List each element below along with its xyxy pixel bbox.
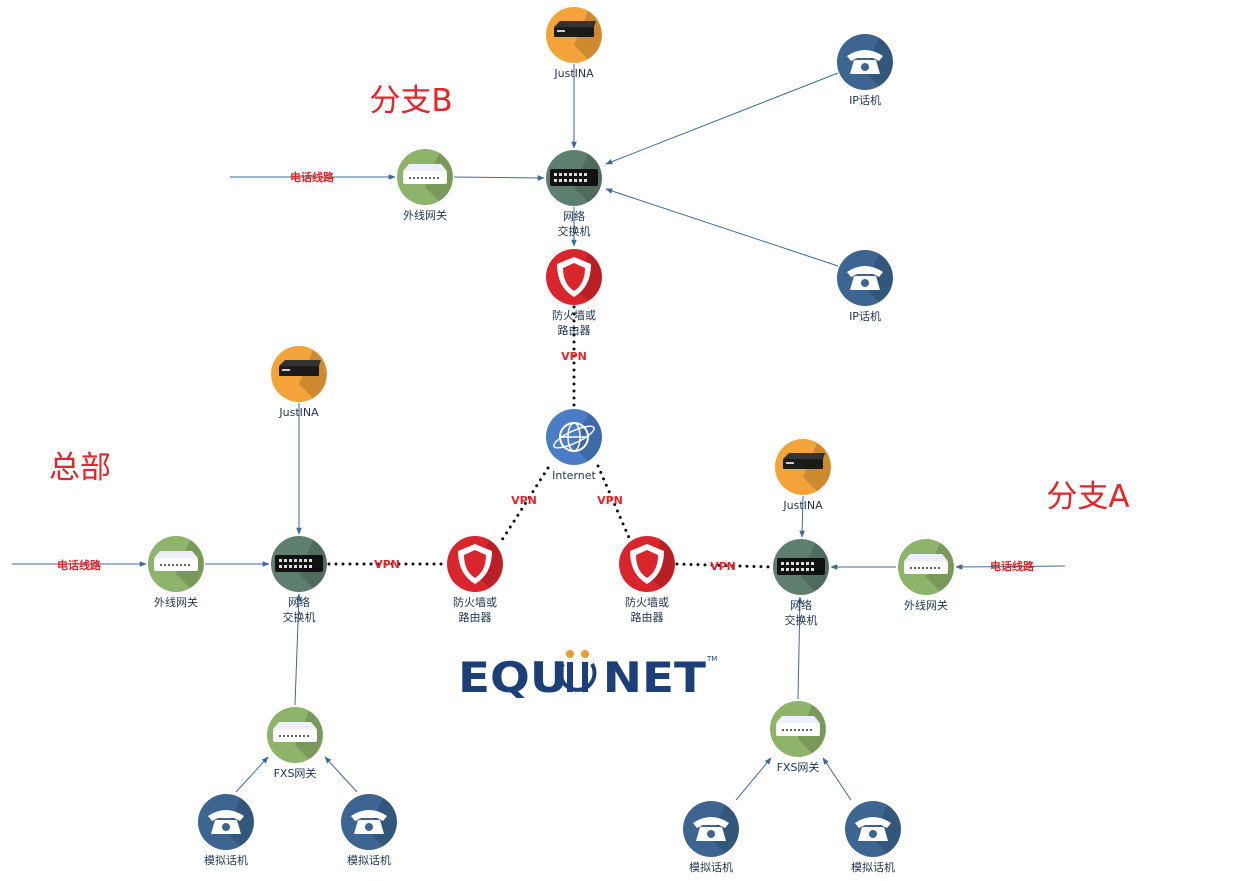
vpn-link [596,464,632,542]
connection-arrow [235,756,269,793]
phone-line-label-b: 电话线路 [290,170,335,184]
node-label: 交换机 [785,613,818,627]
globe-icon [546,409,602,465]
node-label: 模拟话机 [689,860,733,874]
node-hq-phone2[interactable]: 模拟话机 [341,794,397,867]
node-label: FXS网关 [274,766,317,780]
node-label: JustINA [782,499,823,512]
node-label: 模拟话机 [204,853,248,867]
node-a-phone2[interactable]: 模拟话机 [845,801,901,874]
node-a-gateway[interactable]: 外线网关 [898,539,954,612]
node-b-ipphone1[interactable]: IP话机 [837,34,893,107]
svg-text:TM: TM [706,655,717,663]
telephone-icon [837,250,893,306]
node-label: JustINA [553,67,594,80]
region-label-hq: 总部 [49,450,111,486]
network-switch-icon [546,150,602,206]
node-label: 交换机 [558,224,591,238]
node-hq-gateway[interactable]: 外线网关 [148,536,204,609]
telephone-icon [683,801,739,857]
firewall-shield-icon [619,536,675,592]
node-label: 路由器 [558,323,591,337]
gateway-icon [397,149,453,205]
telephone-icon [198,794,254,850]
node-label: 模拟话机 [347,853,391,867]
telephone-icon [341,794,397,850]
edges [12,64,1066,801]
connection-arrow [294,593,302,706]
connection-arrow [605,72,839,165]
node-label: 外线网关 [904,598,948,612]
node-label: 外线网关 [154,595,198,609]
node-label: 交换机 [283,610,316,624]
connection-arrow [822,757,852,801]
connection-arrow [605,188,839,267]
node-label: FXS网关 [777,760,820,774]
node-b-ipphone2[interactable]: IP话机 [837,250,893,323]
connection-arrow [324,756,358,793]
node-label: 路由器 [459,610,492,624]
vpn-link [675,562,773,569]
node-label: 网络 [563,209,585,223]
firewall-shield-icon [546,249,602,305]
vpn-link [500,466,550,542]
node-label: 防火墙或 [453,595,497,609]
gateway-icon [770,701,826,757]
server-appliance-icon [271,346,327,402]
node-a-justina[interactable]: JustINA [775,439,831,512]
node-label: Internet [552,469,596,482]
node-b-justina[interactable]: JustINA [546,7,602,80]
node-hq-justina[interactable]: JustINA [271,346,327,419]
connection-arrow [799,495,805,538]
node-label: 外线网关 [403,208,447,222]
connection-arrow [955,564,1066,570]
node-internet[interactable]: Internet [546,409,602,482]
node-label: IP话机 [849,93,881,107]
gateway-icon [267,707,323,763]
connection-arrow [797,596,803,700]
network-switch-icon [773,539,829,595]
vpn-label-a: VPN [710,560,736,573]
node-label: IP话机 [849,309,881,323]
equinet-logo: EQUIINET TM [458,650,717,702]
region-label-branch-b: 分支B [369,83,452,119]
gateway-icon [898,539,954,595]
vpn-label-hq: VPN [374,558,400,571]
server-appliance-icon [546,7,602,63]
connection-arrow [735,757,772,801]
node-label: 网络 [790,598,812,612]
node-hq-fxs[interactable]: FXS网关 [267,707,323,780]
firewall-shield-icon [447,536,503,592]
node-hq-phone1[interactable]: 模拟话机 [198,794,254,867]
node-label: 路由器 [631,610,664,624]
phone-line-label-a: 电话线路 [990,559,1035,573]
node-label: 网络 [288,595,310,609]
node-label: 模拟话机 [851,860,895,874]
vpn-label-internet-right: VPN [597,494,623,507]
phone-line-label-hq: 电话线路 [57,558,102,572]
telephone-icon [837,34,893,90]
connection-arrow [453,175,545,181]
region-label-branch-a: 分支A [1046,479,1129,515]
node-label: 防火墙或 [625,595,669,609]
node-label: JustINA [278,406,319,419]
node-a-fxs[interactable]: FXS网关 [770,701,826,774]
vpn-label-b: VPN [561,350,587,363]
server-appliance-icon [775,439,831,495]
nodes: JustINAIP话机网络交换机外线网关IP话机防火墙或路由器InternetJ… [148,7,954,874]
gateway-icon [148,536,204,592]
node-b-gateway[interactable]: 外线网关 [397,149,453,222]
node-label: 防火墙或 [552,308,596,322]
vpn-label-internet-left: VPN [511,494,537,507]
network-switch-icon [271,536,327,592]
node-a-phone1[interactable]: 模拟话机 [683,801,739,874]
telephone-icon [845,801,901,857]
